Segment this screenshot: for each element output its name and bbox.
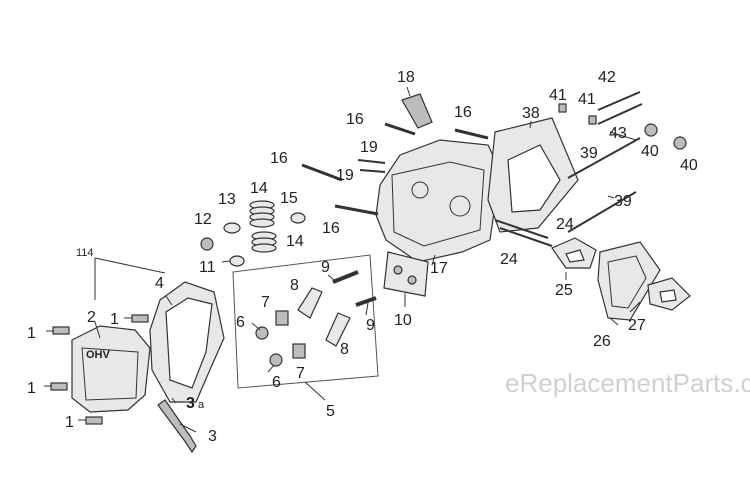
callout-10: 10 bbox=[394, 312, 412, 329]
watermark-text: eReplacementParts.com bbox=[505, 368, 750, 398]
callout-19b: 19 bbox=[336, 167, 354, 184]
callout-24b: 24 bbox=[500, 251, 518, 268]
callout-38: 38 bbox=[522, 105, 540, 122]
valve-spring-upper bbox=[249, 200, 275, 228]
callout-39b: 39 bbox=[614, 193, 632, 210]
callout-14a: 14 bbox=[250, 180, 268, 197]
callout-16d: 16 bbox=[322, 220, 340, 237]
valve-cover-group: OHV bbox=[44, 257, 225, 454]
head-gasket bbox=[487, 117, 579, 233]
callout-41b: 41 bbox=[578, 91, 596, 108]
callout-43: 43 bbox=[609, 125, 627, 142]
intake-stud-lower bbox=[499, 227, 553, 247]
callout-16c: 16 bbox=[270, 150, 288, 167]
callout-7b: 7 bbox=[296, 365, 305, 382]
valve-upper bbox=[597, 91, 641, 111]
rocker-arm-lower bbox=[325, 312, 351, 347]
valve-cover bbox=[71, 325, 151, 413]
callout-3a: 3 bbox=[186, 395, 195, 412]
callout-12: 12 bbox=[194, 211, 212, 228]
callout-9a: 9 bbox=[321, 259, 330, 276]
callout-17: 17 bbox=[430, 260, 448, 277]
valve-spring-retainer bbox=[290, 212, 306, 224]
valve-keeper-2 bbox=[588, 115, 597, 125]
callout-40a: 40 bbox=[641, 143, 659, 160]
dowel-pin-upper bbox=[357, 159, 386, 164]
rocker-nut-upper bbox=[255, 326, 269, 340]
callout-13: 13 bbox=[218, 191, 236, 208]
callout-41a: 41 bbox=[549, 87, 567, 104]
valve-spring-lower bbox=[251, 231, 277, 253]
valve-cover-gasket bbox=[149, 281, 225, 403]
carburetor-gasket bbox=[647, 277, 691, 311]
callout-5: 5 bbox=[326, 403, 335, 420]
intake-stud-upper bbox=[494, 219, 549, 239]
callout-4: 4 bbox=[155, 275, 164, 292]
dowel-pin-lower bbox=[359, 169, 386, 173]
valve-spring-group bbox=[200, 200, 306, 267]
rocker-nut-lower bbox=[269, 353, 283, 367]
valve-seal bbox=[229, 255, 245, 267]
tappet-lower bbox=[673, 136, 687, 150]
callout-1b: 1 bbox=[110, 311, 119, 328]
push-rod-upper bbox=[567, 137, 641, 179]
push-rod-lower bbox=[567, 191, 637, 233]
rocker-box-group bbox=[232, 254, 379, 401]
callout-27: 27 bbox=[628, 317, 646, 334]
valve-lower bbox=[597, 103, 643, 125]
rocker-stud-upper bbox=[332, 270, 359, 284]
cover-ohv-text: OHV bbox=[86, 349, 111, 361]
callout-3a-suffix: a bbox=[198, 399, 205, 411]
callout-1d: 1 bbox=[65, 414, 74, 431]
rocker-pivot-upper bbox=[275, 310, 289, 326]
callout-15: 15 bbox=[280, 190, 298, 207]
spark-plug bbox=[401, 93, 433, 129]
callout-2: 2 bbox=[87, 309, 96, 326]
callout-24a: 24 bbox=[556, 216, 574, 233]
callout-16a: 16 bbox=[346, 111, 364, 128]
valve-keeper-1 bbox=[558, 103, 567, 113]
breather-tube bbox=[157, 399, 197, 454]
callout-16b: 16 bbox=[454, 104, 472, 121]
callout-1a: 1 bbox=[27, 325, 36, 342]
valvetrain-group bbox=[558, 91, 687, 233]
carburetor-bracket bbox=[597, 241, 661, 321]
rocker-pivot-lower bbox=[292, 343, 306, 359]
callout-19a: 19 bbox=[360, 139, 378, 156]
callout-7a: 7 bbox=[261, 294, 270, 311]
callout-39a: 39 bbox=[580, 145, 598, 162]
valve-cap bbox=[200, 237, 214, 251]
callout-42: 42 bbox=[598, 69, 616, 86]
valve-retainer bbox=[223, 222, 241, 234]
callout-1c: 1 bbox=[27, 380, 36, 397]
callout-114: 114 bbox=[76, 247, 94, 259]
callout-26: 26 bbox=[593, 333, 611, 350]
rocker-stud-lower bbox=[355, 296, 377, 307]
head-bolt-3 bbox=[301, 163, 343, 182]
callout-6a: 6 bbox=[236, 314, 245, 331]
cylinder-head-group bbox=[301, 86, 501, 266]
callout-11: 11 bbox=[199, 259, 216, 276]
tappet-upper bbox=[644, 123, 658, 137]
intake-insulator bbox=[551, 237, 597, 269]
callout-3: 3 bbox=[208, 428, 217, 445]
callout-40b: 40 bbox=[680, 157, 698, 174]
cylinder-head bbox=[375, 139, 501, 263]
callout-14b: 14 bbox=[286, 233, 304, 250]
callout-18: 18 bbox=[397, 69, 415, 86]
callout-6b: 6 bbox=[272, 374, 281, 391]
callout-25: 25 bbox=[555, 282, 573, 299]
callout-8a: 8 bbox=[290, 277, 299, 294]
head-bolt-1 bbox=[384, 122, 416, 136]
callout-8b: 8 bbox=[340, 341, 349, 358]
callout-9b: 9 bbox=[366, 317, 375, 334]
rocker-box-outline bbox=[232, 254, 379, 389]
head-bolt-2 bbox=[454, 128, 489, 140]
bracket-plate bbox=[383, 251, 429, 297]
rocker-arm-upper bbox=[297, 287, 323, 319]
head-bolt-4 bbox=[334, 204, 379, 216]
